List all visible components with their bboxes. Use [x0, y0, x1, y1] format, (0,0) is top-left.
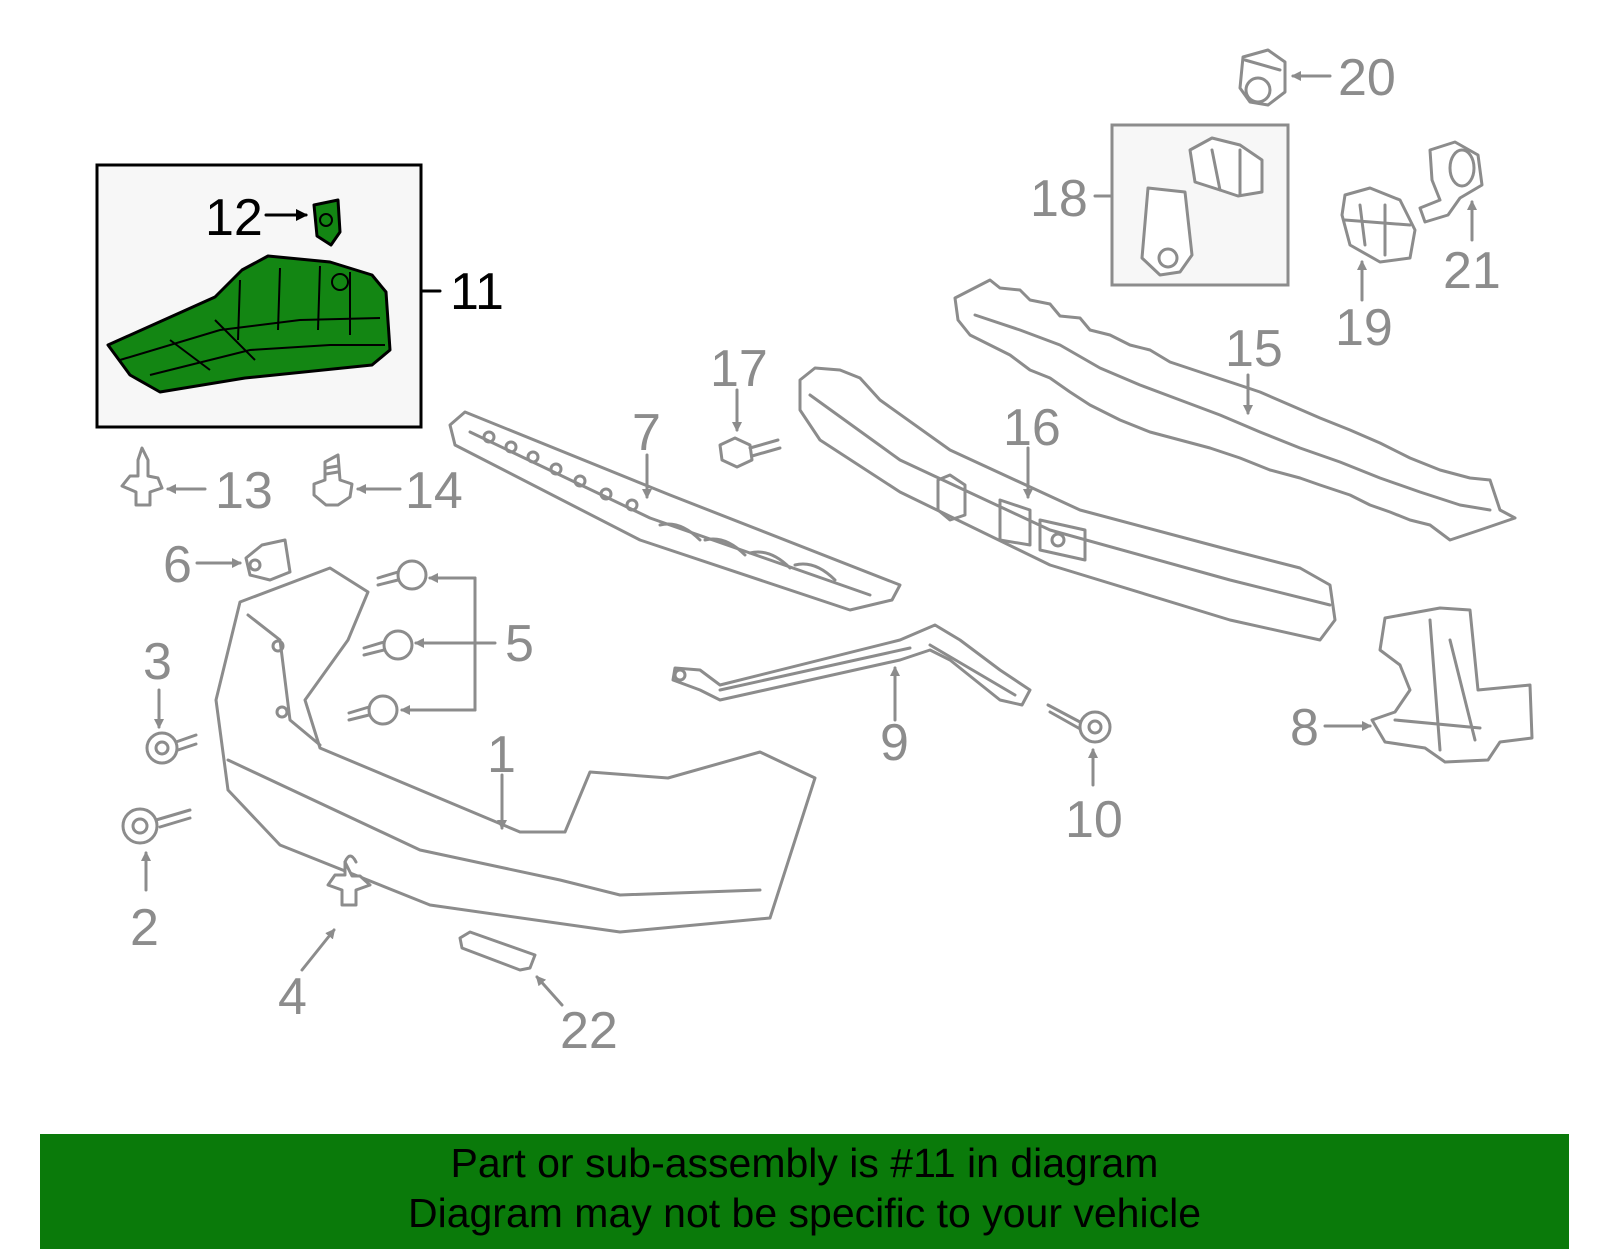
callout-7: 7: [632, 404, 661, 462]
callout-21: 21: [1443, 242, 1501, 300]
callout-1: 1: [487, 726, 516, 784]
part-7-absorber[interactable]: [448, 410, 902, 612]
part-14-clip[interactable]: [312, 453, 354, 507]
part-12-clip[interactable]: [312, 198, 342, 247]
info-banner-line-1: Part or sub-assembly is #11 in diagram: [450, 1140, 1159, 1186]
part-21-sensor-holder[interactable]: [1418, 140, 1484, 224]
callout-5: 5: [505, 615, 534, 673]
part-5-screws[interactable]: [347, 559, 428, 726]
part-10-bolt[interactable]: [1046, 703, 1112, 744]
callout-12: 12: [205, 189, 263, 247]
part-19-sensor-bracket[interactable]: [1340, 186, 1417, 264]
callout-8: 8: [1290, 699, 1319, 757]
callout-19: 19: [1335, 299, 1393, 357]
callout-3: 3: [143, 633, 172, 691]
part-11-under-cover[interactable]: [106, 254, 392, 394]
highlighted-assembly-box: 12 11: [95, 163, 504, 429]
callout-6: 6: [163, 536, 192, 594]
part-18-sensor-kit[interactable]: [1110, 123, 1290, 287]
callout-20: 20: [1338, 49, 1396, 107]
part-13-clip[interactable]: [120, 446, 164, 507]
part-2-screw[interactable]: [121, 807, 192, 845]
part-15-absorber[interactable]: [953, 278, 1517, 542]
part-9-bracket[interactable]: [671, 623, 1032, 707]
callout-4: 4: [278, 968, 307, 1026]
part-8-bracket[interactable]: [1370, 606, 1534, 764]
callout-15: 15: [1225, 320, 1283, 378]
info-banner: Part or sub-assembly is #11 in diagram D…: [40, 1134, 1569, 1249]
callout-10: 10: [1065, 791, 1123, 849]
arrow-22: [535, 975, 564, 1007]
part-22-reflector[interactable]: [458, 930, 537, 972]
part-16-beam[interactable]: [798, 366, 1337, 642]
callout-2: 2: [130, 899, 159, 957]
callout-14: 14: [405, 462, 463, 520]
info-banner-line-2: Diagram may not be specific to your vehi…: [407, 1190, 1201, 1236]
arrow-4: [300, 928, 336, 972]
callout-16: 16: [1003, 399, 1061, 457]
callout-18: 18: [1030, 170, 1088, 228]
part-17-bolt[interactable]: [718, 436, 782, 469]
callout-13: 13: [215, 462, 273, 520]
part-6-clip[interactable]: [244, 538, 292, 582]
part-3-bolt[interactable]: [145, 731, 198, 765]
callout-17: 17: [710, 340, 768, 398]
part-1-bumper-cover[interactable]: [214, 566, 817, 934]
callout-9: 9: [880, 714, 909, 772]
callout-11: 11: [450, 263, 504, 321]
part-4-clip[interactable]: [326, 854, 372, 907]
callout-22: 22: [560, 1002, 618, 1060]
part-20-sensor[interactable]: [1238, 48, 1287, 107]
